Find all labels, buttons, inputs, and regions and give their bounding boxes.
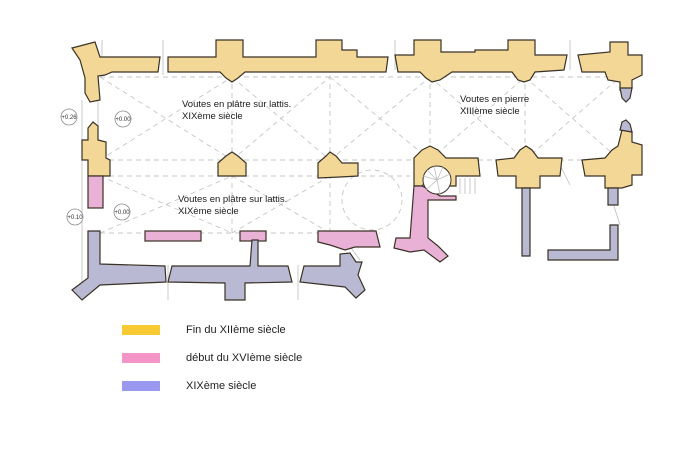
walls-early-16th-century (87, 175, 457, 263)
vault-label-line-2: XIXème siècle (178, 206, 239, 217)
south-wall-segment-3 (317, 230, 381, 251)
annex-east-wall-upper (607, 187, 619, 206)
legend-label: début du XVIème siècle (186, 352, 303, 364)
vault-label: Voutes en plâtre sur lattis. XIXème sièc… (178, 194, 287, 218)
central-pier-1 (217, 151, 247, 177)
vault-label-line-1: Voutes en pierre (460, 94, 530, 105)
legend-label: XIXème siècle (186, 380, 257, 392)
north-wall-east (394, 39, 568, 83)
vault-label: Voutes en pierre XIIIème siècle (460, 94, 529, 118)
north-wall-west (71, 41, 161, 103)
south-wall-segment-1 (144, 230, 202, 242)
walls-19th-century (71, 87, 633, 301)
legend-swatch (122, 381, 160, 391)
west-wall-pier (81, 121, 111, 177)
south-wall-west (71, 230, 167, 301)
legend-item: Fin du XIIème siècle (122, 323, 286, 337)
legend-label: Fin du XIIème siècle (186, 324, 286, 336)
east-wall-infill-upper (619, 87, 633, 103)
stair-tower-body (393, 185, 457, 263)
level-value: +0.10 (67, 215, 83, 221)
east-wall-infill-lower (619, 119, 633, 133)
level-marker: +0.00 (114, 110, 132, 128)
walls-late-12th-century (71, 39, 643, 189)
annex-west-wall (521, 187, 531, 257)
south-wall-east (299, 252, 366, 299)
level-value: +0.00 (114, 210, 130, 216)
legend-item: début du XVIème siècle (122, 351, 302, 365)
vault-label: Voutes en plâtre sur lattis. XIXème sièc… (182, 99, 291, 123)
level-marker: +0.26 (60, 108, 78, 126)
west-wall-infill (87, 175, 104, 209)
vault-label-line-2: XIXème siècle (182, 111, 243, 122)
level-marker: +0.10 (66, 208, 84, 226)
northeast-tower (577, 41, 643, 91)
level-marker: +0.00 (113, 203, 131, 221)
south-wall-center (167, 239, 293, 301)
level-value: +0.26 (61, 115, 77, 121)
annex-south-east-wall (547, 224, 619, 261)
south-pier-east (495, 145, 563, 189)
vault-label-line-1: Voutes en plâtre sur lattis. (182, 99, 292, 110)
spiral-staircase (422, 165, 476, 195)
central-pier-2 (317, 151, 359, 179)
level-value: +0.00 (115, 117, 131, 123)
vault-label-line-1: Voutes en plâtre sur lattis. (178, 194, 288, 205)
southeast-tower (581, 129, 643, 189)
legend-swatch (122, 353, 160, 363)
legend-swatch (122, 325, 160, 335)
legend-item: XIXème siècle (122, 379, 256, 393)
vault-label-line-2: XIIIème siècle (460, 106, 520, 117)
north-wall-center (167, 39, 389, 83)
